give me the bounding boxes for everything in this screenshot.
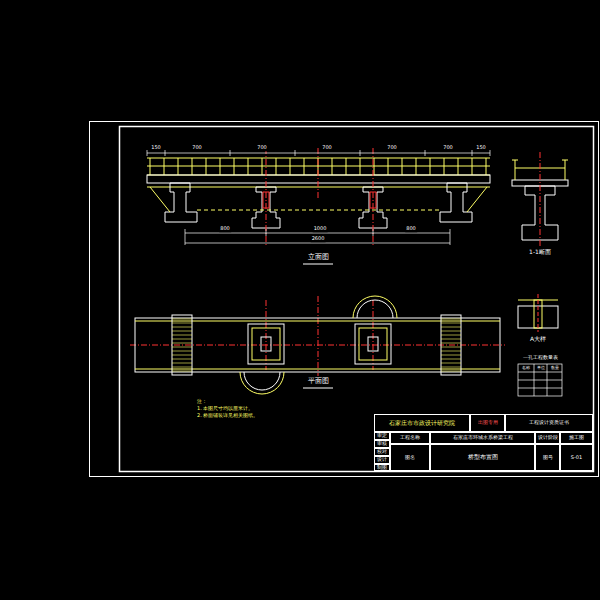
title-cell: 工程设计资质证书 bbox=[505, 414, 593, 432]
dimension: 700 bbox=[442, 145, 454, 151]
title-cell: 工程名称 bbox=[390, 432, 430, 444]
outer-frame bbox=[90, 122, 599, 477]
plan-view bbox=[135, 296, 500, 394]
table-cell: 单位 bbox=[536, 366, 546, 370]
view-title: 平面图 bbox=[307, 378, 330, 386]
title-text: 石家庄市市政设计研究院 bbox=[389, 420, 455, 427]
dimension: 2600 bbox=[311, 236, 326, 242]
dimension: 800 bbox=[219, 226, 231, 232]
dimension: 150 bbox=[150, 145, 162, 151]
view-title: 立面图 bbox=[307, 254, 330, 262]
inner-frame bbox=[120, 127, 594, 472]
cross-section bbox=[512, 152, 568, 246]
title-underline bbox=[303, 388, 333, 389]
abutment bbox=[150, 183, 487, 222]
note: 2. 桥面铺装详见相关图纸。 bbox=[196, 413, 259, 419]
title-cell: 制图 bbox=[374, 464, 390, 471]
title-text: 桥型布置图 bbox=[468, 454, 498, 461]
pier bbox=[252, 187, 387, 228]
title-underline bbox=[303, 264, 333, 265]
water-line bbox=[197, 210, 440, 211]
table-title: 一孔工程数量表 bbox=[522, 355, 559, 361]
title-text: 图号 bbox=[543, 455, 553, 461]
title-text: 审定 bbox=[377, 433, 387, 439]
title-text: 审核 bbox=[377, 441, 387, 447]
view-title: A大样 bbox=[529, 336, 547, 343]
table-cell: 名称 bbox=[521, 366, 531, 370]
title-text: 设计阶段 bbox=[538, 435, 558, 441]
title-text: S-01 bbox=[571, 455, 582, 461]
title-cell: S-01 bbox=[560, 444, 593, 471]
title-cell: 石家庄市市政设计研究院 bbox=[374, 414, 470, 432]
note: 注： bbox=[196, 399, 208, 405]
title-cell: 施工图 bbox=[560, 432, 593, 444]
dimension: 700 bbox=[321, 145, 333, 151]
title-cell: 审核 bbox=[374, 440, 390, 448]
title-cell: 图号 bbox=[535, 444, 560, 471]
title-cell: 图名 bbox=[390, 444, 430, 471]
title-cell: 桥型布置图 bbox=[430, 444, 535, 471]
title-text: 石家庄市环城水系桥梁工程 bbox=[453, 435, 513, 441]
abutment-hatch bbox=[172, 319, 461, 371]
quantity-table bbox=[518, 364, 562, 396]
dimension: 700 bbox=[386, 145, 398, 151]
title-text: 校对 bbox=[377, 449, 387, 455]
dimension: 150 bbox=[475, 145, 487, 151]
title-text: 施工图 bbox=[569, 435, 584, 441]
view-title: 1-1断面 bbox=[528, 249, 552, 256]
dimension: 700 bbox=[191, 145, 203, 151]
title-cell: 石家庄市环城水系桥梁工程 bbox=[430, 432, 535, 444]
title-text: 出图专用 bbox=[478, 420, 498, 426]
dimension: 1000 bbox=[313, 226, 328, 232]
detail-a bbox=[518, 294, 558, 332]
title-block bbox=[375, 415, 594, 472]
title-text: 工程设计资质证书 bbox=[529, 420, 569, 426]
title-cell: 出图专用 bbox=[470, 414, 505, 432]
title-text: 设计 bbox=[377, 457, 387, 463]
title-cell: 设计阶段 bbox=[535, 432, 560, 444]
note: 1. 本图尺寸均以厘米计。 bbox=[196, 406, 254, 412]
dimension: 800 bbox=[405, 226, 417, 232]
title-cell: 审定 bbox=[374, 432, 390, 440]
centerline bbox=[130, 148, 505, 376]
title-text: 制图 bbox=[377, 465, 387, 471]
table-cell: 数量 bbox=[550, 366, 560, 370]
title-cell: 设计 bbox=[374, 456, 390, 464]
title-text: 工程名称 bbox=[400, 435, 420, 441]
dimension-line bbox=[147, 150, 490, 245]
dimension: 700 bbox=[256, 145, 268, 151]
title-text: 图名 bbox=[405, 455, 415, 461]
title-cell: 校对 bbox=[374, 448, 390, 456]
